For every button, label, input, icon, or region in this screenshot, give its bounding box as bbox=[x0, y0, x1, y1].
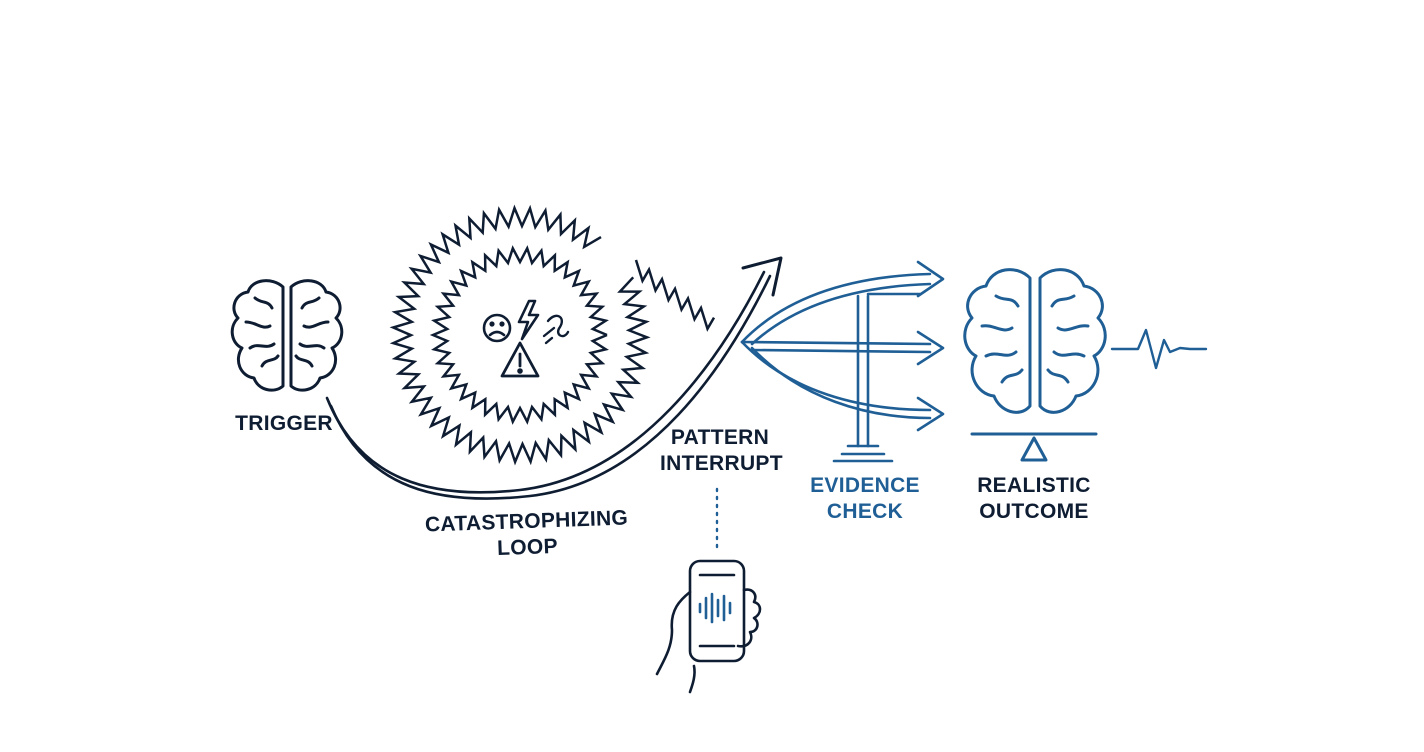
phone-in-hand-icon bbox=[655, 559, 762, 694]
outcome-brain-icon bbox=[963, 268, 1107, 414]
evidence-label-line2: CHECK bbox=[826, 500, 904, 523]
outcome-label-line1: REALISTIC bbox=[977, 474, 1091, 497]
evidence-check-label: EVIDENCE CHECK bbox=[804, 473, 926, 525]
interrupt-label-line1: PATTERN bbox=[670, 426, 770, 449]
loop-arrow-icon bbox=[325, 256, 783, 500]
lightning-icon bbox=[517, 299, 540, 341]
outcome-label-line2: OUTCOME bbox=[979, 500, 1089, 523]
spiral-ring-2 bbox=[429, 245, 609, 425]
worry-scribble-icon bbox=[542, 314, 570, 345]
sound-wave-icon bbox=[698, 592, 732, 624]
evidence-label-line1: EVIDENCE bbox=[810, 474, 920, 497]
spiral-tail bbox=[634, 259, 716, 332]
scale-icon bbox=[970, 432, 1098, 462]
interrupt-label-line2: INTERRUPT bbox=[660, 452, 783, 475]
pulse-icon bbox=[1110, 328, 1208, 370]
spiral-ring-1 bbox=[389, 204, 651, 466]
trigger-label: TRIGGER bbox=[232, 411, 336, 437]
realistic-outcome-label: REALISTIC OUTCOME bbox=[970, 473, 1098, 525]
sad-face-icon bbox=[482, 313, 512, 343]
pattern-interrupt-label: PATTERN INTERRUPT bbox=[660, 425, 783, 477]
trigger-label-text: TRIGGER bbox=[235, 412, 333, 435]
branching-arrows-icon bbox=[740, 260, 945, 463]
catastrophizing-spiral-icon bbox=[389, 204, 716, 466]
warning-icon bbox=[500, 341, 540, 378]
trigger-brain-icon bbox=[230, 279, 344, 392]
catastrophizing-loop-label: CATASTROPHIZING LOOP bbox=[411, 505, 643, 565]
